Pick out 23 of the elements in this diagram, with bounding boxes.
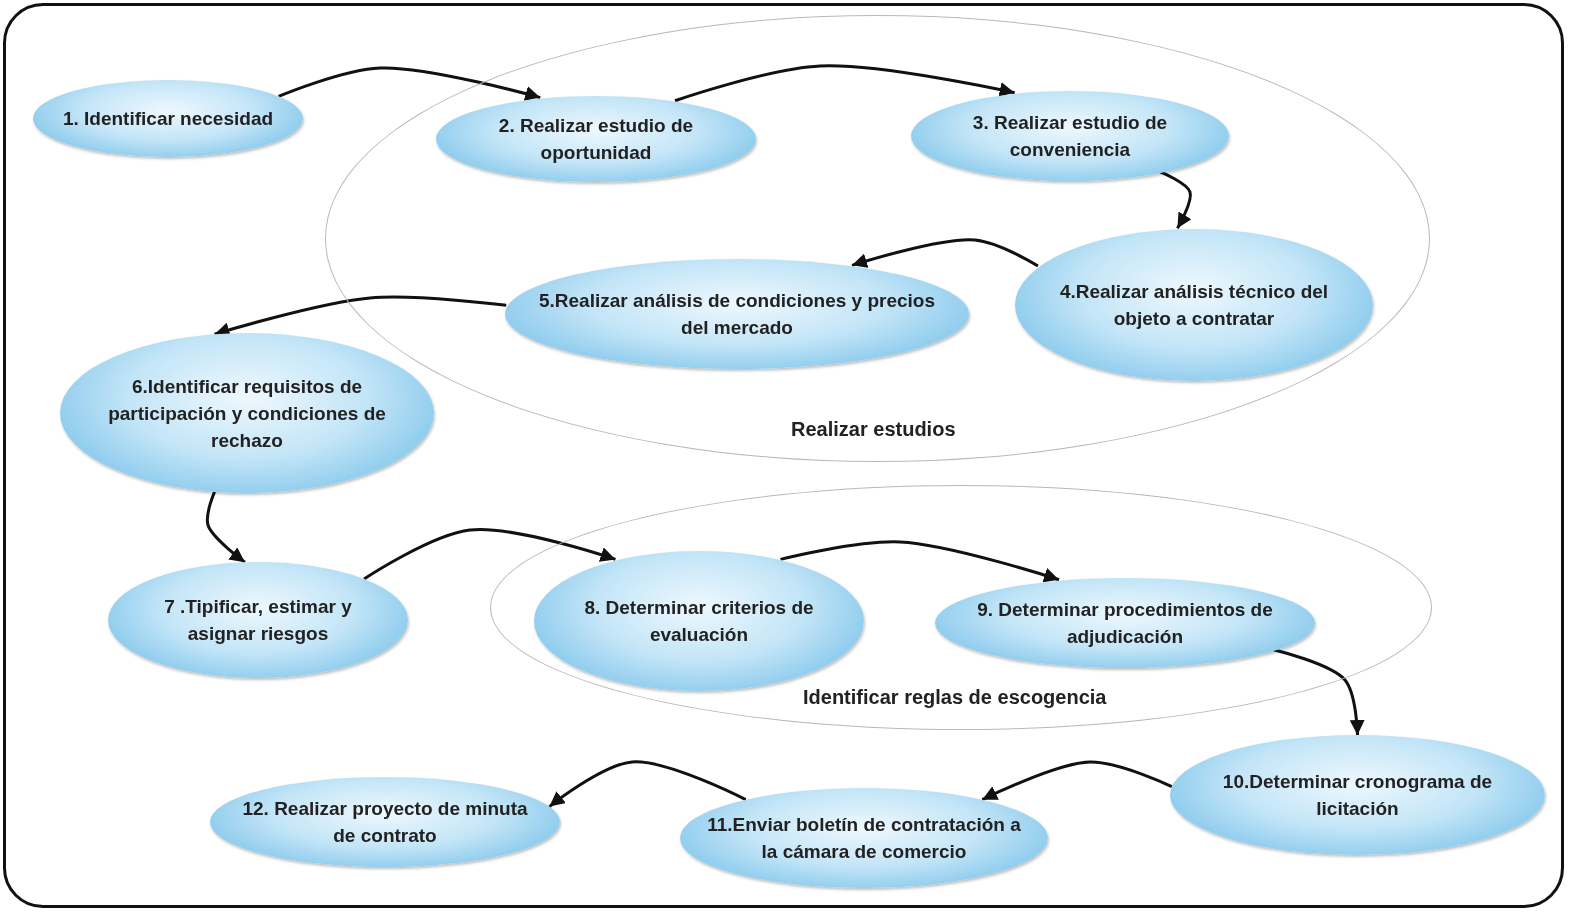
arrow (278, 66, 541, 101)
arrow (205, 491, 246, 564)
step-label: 5.Realizar análisis de condiciones y precios del mercado (538, 289, 936, 340)
arrow (780, 540, 1060, 583)
arrow (363, 528, 616, 581)
step-label: 11.Enviar boletín de contratación a la cámara de comercio (706, 813, 1022, 864)
arrow (981, 760, 1173, 802)
step-label: 8. Determinar criterios de evaluación (583, 596, 815, 647)
step-label: 4.Realizar análisis técnico del objeto a contratar (1058, 280, 1330, 331)
arrow (1273, 648, 1365, 736)
step-label: 3. Realizar estudio de conveniencia (971, 111, 1169, 162)
step-label: 6.Identificar requisitos de participación y condiciones de rechazo (107, 374, 387, 453)
arrow (851, 238, 1039, 268)
step-label: 12. Realizar proyecto de minuta de contrato (241, 797, 529, 848)
group-label: Identificar reglas de escogencia (803, 686, 1107, 709)
step-label: 1. Identificar necesidad (62, 107, 274, 131)
arrow (674, 64, 1015, 103)
step-label: 2. Realizar estudio de oportunidad (497, 114, 695, 165)
step-label: 7 .Tipificar, estimar y asignar riesgos (163, 595, 353, 646)
group-label: Realizar estudios (791, 418, 956, 441)
step-label: 10.Determinar cronograma de licitación (1221, 770, 1494, 821)
step-label: 9. Determinar procedimientos de adjudicación (976, 598, 1274, 649)
arrow (548, 760, 747, 808)
